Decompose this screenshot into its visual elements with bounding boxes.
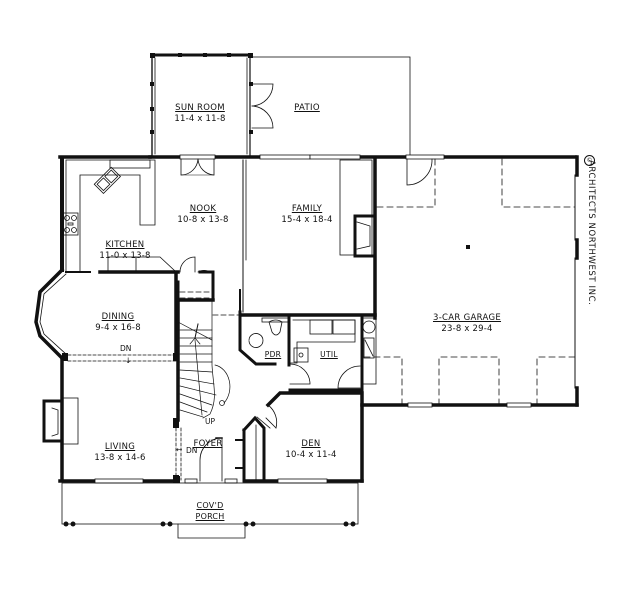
room-name: DINING [101, 312, 135, 322]
room-label-sun-room: SUN ROOM 11-4 x 11-8 [174, 97, 225, 124]
room-label-dining: DINING 9-4 x 16-8 [95, 306, 141, 333]
dining-walls [34, 267, 179, 362]
room-label-den: DEN 10-4 x 11-4 [285, 433, 336, 460]
room-name: COV'D [196, 501, 224, 510]
room-dims: 15-4 x 18-4 [281, 215, 333, 225]
room-dims: 10-8 x 13-8 [177, 215, 229, 225]
room-label-pdr: PDR [265, 344, 281, 360]
stair-up-label: UP [205, 417, 216, 426]
den-walls [265, 391, 364, 483]
room-dims: 11-0 x 13-8 [99, 251, 151, 261]
room-label-kitchen: KITCHEN 11-0 x 13-8 [99, 234, 150, 261]
room-name-line2: PORCH [195, 512, 225, 521]
pdr-util [238, 310, 377, 392]
room-name: NOOK [189, 204, 217, 214]
room-name: DEN [301, 439, 321, 449]
staircase [176, 298, 231, 422]
room-name: 3-CAR GARAGE [432, 313, 502, 323]
arrow-left-icon: ← [176, 445, 183, 454]
room-label-garage: 3-CAR GARAGE 23-8 x 29-4 [433, 307, 501, 334]
room-label-nook: NOOK 10-8 x 13-8 [177, 198, 228, 225]
living-step-down-label: DN [186, 446, 198, 455]
room-name: KITCHEN [105, 240, 145, 250]
room-name: LIVING [104, 442, 136, 452]
room-label-util: UTIL [320, 344, 338, 360]
living-walls [42, 356, 182, 483]
room-name: PATIO [294, 103, 320, 113]
room-name: PDR [264, 350, 282, 359]
room-dims: 13-8 x 14-6 [94, 453, 146, 463]
dining-step-down-label: DN [120, 344, 132, 353]
copyright-icon: © [584, 155, 595, 166]
architect-credit: ARCHITECTS NORTHWEST INC. [586, 160, 596, 306]
arrow-down-icon: ↓ [125, 356, 132, 365]
garage-walls [242, 155, 579, 422]
kitchen-fixtures [60, 156, 196, 274]
room-label-patio: PATIO [294, 97, 320, 113]
room-label-porch: COV'D PORCH [196, 495, 225, 521]
room-label-foyer: FOYER [193, 433, 222, 449]
room-dims: 9-4 x 16-8 [95, 323, 141, 333]
room-dims: 10-4 x 11-4 [285, 450, 337, 460]
family-walls [241, 157, 433, 320]
room-name: UTIL [320, 350, 338, 359]
room-label-family: FAMILY 15-4 x 18-4 [281, 198, 332, 225]
patio-outline [249, 56, 411, 158]
room-name: FOYER [193, 439, 223, 449]
room-dims: 11-4 x 11-8 [174, 114, 226, 124]
room-name: SUN ROOM [175, 103, 225, 113]
room-label-living: LIVING 13-8 x 14-6 [94, 436, 145, 463]
room-dims: 23-8 x 29-4 [441, 324, 493, 334]
room-name: FAMILY [291, 204, 323, 214]
porch [61, 482, 359, 539]
